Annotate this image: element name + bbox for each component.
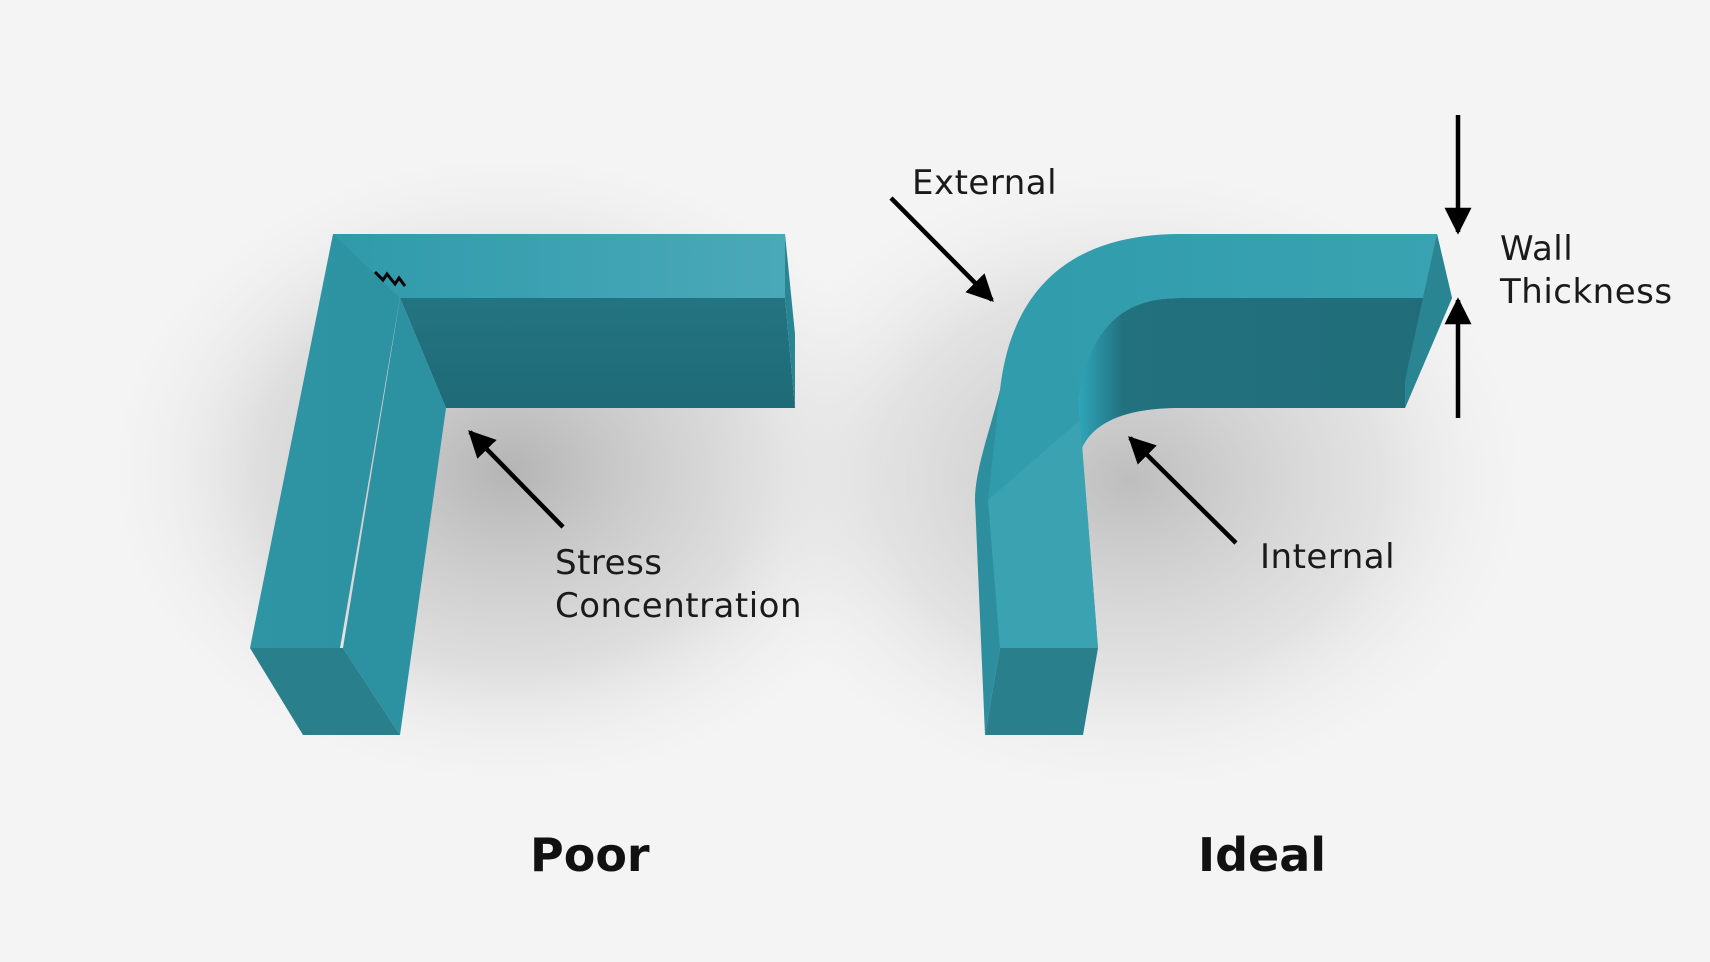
ideal-bracket	[975, 234, 1452, 735]
ideal-end-cap-right	[1405, 234, 1452, 408]
poor-caption: Poor	[530, 828, 650, 882]
poor-end-cap-right	[785, 234, 795, 408]
poor-horizontal-top	[333, 234, 785, 298]
internal-label: Internal	[1260, 537, 1396, 577]
poor-top-face	[250, 234, 785, 648]
wall-thickness-label: Wall Thickness	[1500, 228, 1673, 314]
stress-arrow	[468, 430, 565, 529]
ideal-top-face	[975, 234, 1452, 648]
crack-icon	[373, 270, 407, 287]
stress-label-line1: Stress	[555, 543, 663, 583]
internal-arrow	[1128, 436, 1238, 545]
stress-concentration-label: Stress Concentration	[555, 542, 802, 628]
ideal-vertical-front	[988, 420, 1098, 648]
poor-vertical-inner	[343, 298, 446, 735]
ideal-end-cap-bottom	[985, 648, 1098, 735]
poor-end-cap-bottom	[250, 648, 400, 735]
stress-label-line2: Concentration	[555, 586, 803, 626]
wall-label-line2: Thickness	[1500, 272, 1673, 312]
ideal-outer-wall	[975, 390, 1000, 735]
ideal-caption: Ideal	[1198, 828, 1327, 882]
external-label: External	[912, 163, 1058, 203]
poor-bracket	[250, 234, 795, 735]
wall-label-line1: Wall	[1500, 229, 1574, 269]
ideal-inner-face	[1078, 298, 1452, 448]
external-arrow	[889, 196, 994, 302]
poor-inner-face	[400, 298, 795, 408]
